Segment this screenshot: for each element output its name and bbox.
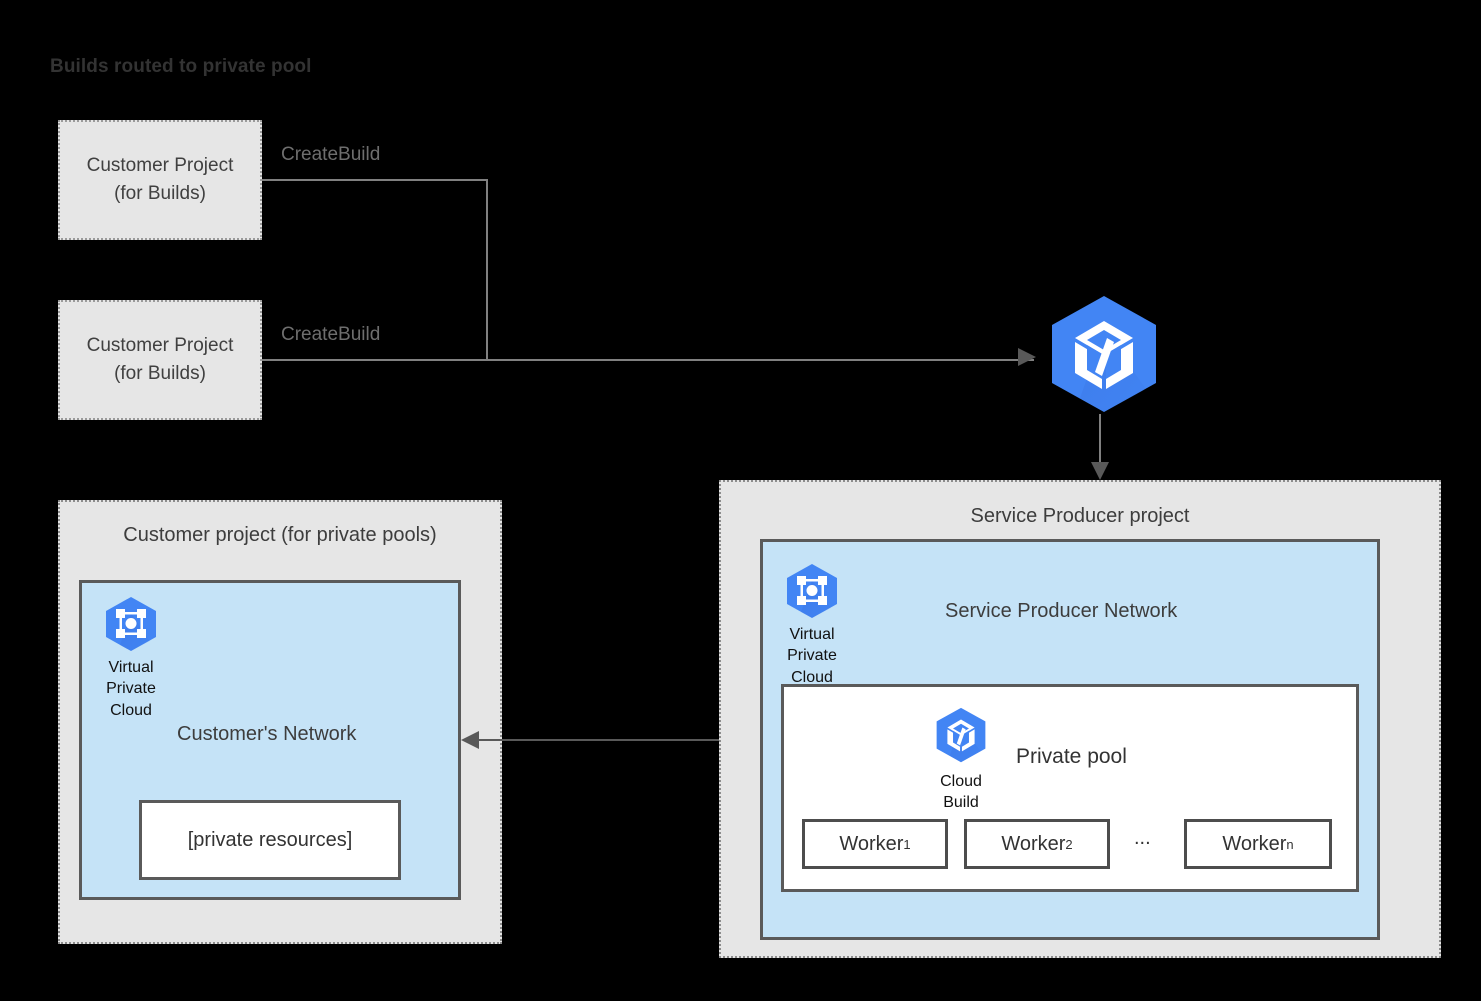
- vpc-caption-line1: Virtual: [108, 659, 154, 676]
- customer-build-project-line1: Customer Project: [86, 155, 234, 177]
- customer-build-project-box-2: Customer Project (for Builds): [58, 300, 262, 420]
- customer-project-title: Customer project (for private pools): [123, 524, 437, 546]
- arrowhead-to-cloud-build-icon: [1018, 348, 1036, 366]
- virtual-private-cloud-icon-group-producer: Virtual Private Cloud: [775, 562, 849, 688]
- customer-build-project-line1: Customer Project: [86, 335, 234, 357]
- vpc-caption-line2: Private: [787, 647, 837, 665]
- cloud-build-icon-group-pool: Cloud Build: [922, 705, 1000, 814]
- cloud-build-icon-svg: [1052, 296, 1156, 412]
- vpc-caption-line2: Private: [106, 680, 156, 698]
- cloud-build-caption-line2: Build: [943, 794, 979, 812]
- connector-line-top-vertical: [486, 179, 488, 361]
- connector-line-cloudbuild-down: [1099, 414, 1101, 468]
- connector-line-bottom-horizontal: [262, 359, 1034, 361]
- arrowhead-to-service-producer-project: [1091, 462, 1109, 480]
- network-link-line: [473, 739, 748, 741]
- worker-name: Worker: [839, 832, 904, 855]
- virtual-private-cloud-icon: [787, 564, 837, 618]
- customer-build-project-box-1: Customer Project (for Builds): [58, 120, 262, 240]
- virtual-private-cloud-icon: [106, 597, 156, 651]
- service-producer-network-label: Service Producer Network: [945, 600, 1178, 622]
- private-resources-box: [private resources]: [139, 800, 401, 880]
- virtual-private-cloud-caption-producer: Virtual Private Cloud: [775, 624, 849, 688]
- worker-name: Worker: [1222, 832, 1287, 855]
- worker-subscript: 1: [903, 836, 911, 852]
- customer-build-project-line2: (for Builds): [114, 363, 206, 384]
- worker-name: Worker: [1001, 832, 1066, 855]
- cloud-build-caption: Cloud Build: [922, 771, 1000, 814]
- createbuild-edge-label-1: CreateBuild: [281, 144, 381, 165]
- worker-subscript: 2: [1065, 836, 1073, 852]
- customers-network-label: Customer's Network: [177, 723, 357, 745]
- virtual-private-cloud-icon-group-customer: Virtual Private Cloud: [94, 595, 168, 721]
- connector-line-top-horizontal: [262, 179, 488, 181]
- service-producer-project-title: Service Producer project: [970, 505, 1190, 527]
- customer-build-project-label-1: Customer Project (for Builds): [87, 152, 234, 207]
- worker-ellipsis: ...: [1134, 827, 1151, 849]
- vpc-caption-line3: Cloud: [791, 668, 833, 686]
- virtual-private-cloud-caption-customer: Virtual Private Cloud: [94, 657, 168, 721]
- vpc-caption-line3: Cloud: [110, 701, 152, 719]
- network-link-arrow-left: [461, 731, 479, 749]
- cloud-build-icon: [936, 707, 986, 763]
- cloud-build-icon: [1040, 290, 1168, 418]
- customer-build-project-line2: (for Builds): [114, 183, 206, 204]
- vpc-caption-line1: Virtual: [789, 626, 835, 643]
- customer-build-project-label-2: Customer Project (for Builds): [87, 332, 234, 387]
- private-pool-label: Private pool: [1016, 745, 1127, 768]
- worker-subscript: n: [1286, 836, 1294, 852]
- cloud-build-caption-line1: Cloud: [940, 773, 982, 790]
- createbuild-edge-label-2: CreateBuild: [281, 324, 381, 345]
- page-title: Builds routed to private pool: [50, 56, 312, 77]
